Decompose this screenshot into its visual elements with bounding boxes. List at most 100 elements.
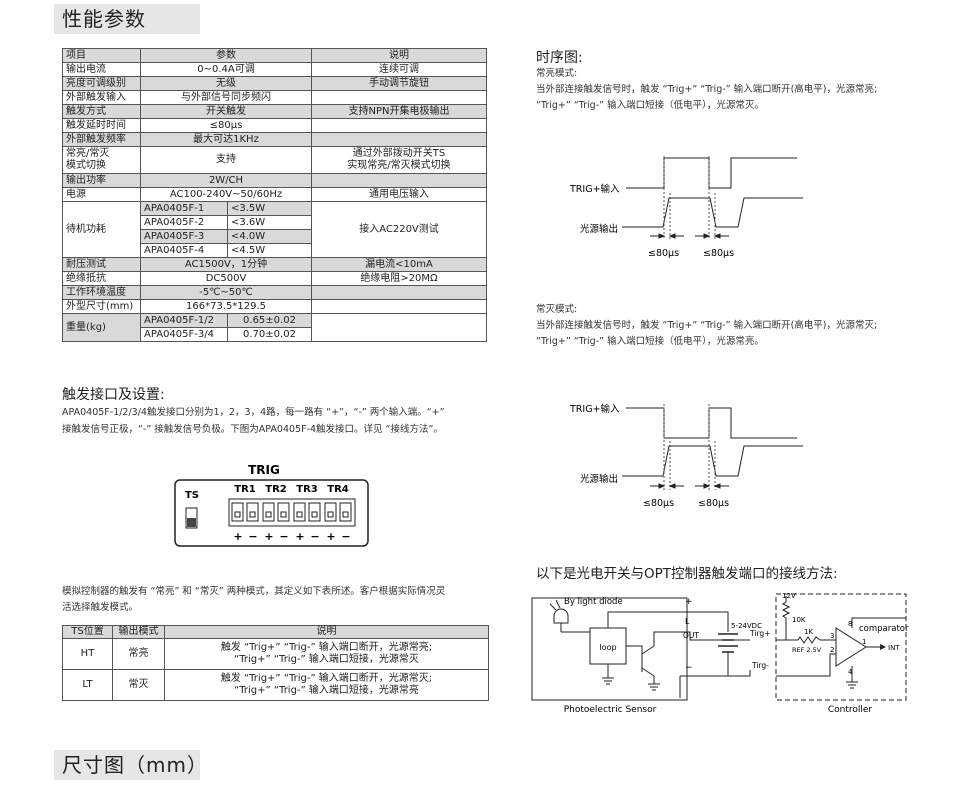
row-note: 绝缘电阻>20MΩ [311, 271, 487, 286]
tr3-label: TR3 [296, 484, 318, 495]
row-label: 绝缘抵抗 [62, 271, 141, 286]
row-value: 166*73.5*129.5 [140, 299, 312, 314]
trig-waveform [626, 407, 797, 439]
row-label: 输出功率 [62, 173, 141, 188]
delay-label: ≤80μs [698, 498, 729, 509]
row-label: 常亮/常灭 模式切换 [62, 146, 141, 174]
row-note [311, 90, 487, 105]
delay-arrows [650, 233, 729, 239]
tr4-label: TR4 [327, 484, 349, 495]
table-row: LT 常灭 触发 “Trig+” “Trig-” 输入端口断开，光源常灭;“Tr… [62, 669, 489, 701]
header-param: 参数 [140, 48, 312, 63]
table-row: 耐压测试 AC1500V，1分钟 漏电流<10mA [62, 257, 487, 272]
table-row: 电源 AC100-240V~50/60Hz 通用电压输入 [62, 187, 487, 202]
delay-label: ≤80μs [643, 498, 674, 509]
battery-icon [718, 633, 738, 676]
ts-desc: 触发 “Trig+” “Trig-” 输入端口断开，光源常灭;“Trig+” “… [164, 669, 489, 701]
off-mode-desc-1: 当外部连接触发信号时，触发 “Trig+” “Trig-” 输入端口断开(高电平… [536, 320, 878, 331]
row-note [311, 299, 487, 314]
pin4-label: 4 [848, 668, 853, 676]
r1k-label: 1K [804, 628, 813, 636]
light-waveform [622, 445, 803, 477]
light-output-label: 光源输出 [580, 223, 618, 235]
table-row: 外部触发输入 与外部信号同步频闪 [62, 90, 487, 105]
row-label: 输出电流 [62, 62, 141, 77]
delay-label: ≤80μs [703, 248, 734, 259]
row-label: 电源 [62, 187, 141, 202]
pin3-label: 3 [830, 632, 834, 640]
ts-pos: HT [62, 638, 113, 670]
row-value: 开关触发 [140, 104, 312, 119]
row-note: 漏电流<10mA [311, 257, 487, 272]
table-row: 输出功率 2W/CH [62, 173, 487, 188]
pin8-label: 8 [848, 620, 852, 628]
trigger-para-1: APA0405F-1/2/3/4触发接口分别为1，2，3，4路，每一路有 “+”… [62, 407, 445, 418]
polarity-plus: + [264, 530, 273, 543]
table-row: 待机功耗 APA0405F-1 <3.5W 接入AC220V测试 [62, 201, 487, 258]
timing-title: 时序图: [536, 50, 583, 66]
ts-desc: 触发 “Trig+” “Trig-” 输入端口断开，光源常亮;“Trig+” “… [164, 638, 489, 670]
row-label: 触发延时时间 [62, 118, 141, 133]
ref-label: REF 2.5V [792, 646, 822, 654]
ts-pos: LT [62, 669, 113, 701]
on-mode-desc-1: 当外部连接触发信号时，触发 “Trig+” “Trig-” 输入端口断开(高电平… [536, 84, 878, 95]
row-label: 触发方式 [62, 104, 141, 119]
polarity-labels: + − + − + − + − [233, 530, 350, 543]
pin2-label: 2 [830, 646, 834, 654]
ts-switch-knob [187, 518, 196, 527]
row-note: 通过外部拨动开关TS 实现常亮/常灭模式切换 [311, 146, 487, 174]
trig-interface-diagram: TRIG TS TR1 TR2 TR3 TR4 + − + − + − + − [174, 463, 369, 547]
comparator-label: comparator [859, 624, 909, 634]
wiring-diagram: By light diode loop + L OUT − 5-24VDC Ti… [531, 592, 909, 715]
trig-input-label: TRIG+输入 [569, 403, 620, 415]
value-cell: <4.0W [227, 229, 312, 244]
trig-title: TRIG [248, 463, 280, 477]
model-cell: APA0405F-2 [140, 215, 228, 230]
row-value: AC100-240V~50/60Hz [140, 187, 312, 202]
header-desc: 说明 [164, 625, 489, 639]
light-diode-icon [549, 599, 590, 633]
table-row: 常亮/常灭 模式切换 支持 通过外部拨动开关TS 实现常亮/常灭模式切换 [62, 146, 487, 174]
row-value: 最大可达1KHz [140, 132, 312, 147]
header-item: 项目 [62, 48, 141, 63]
l-label: L [685, 617, 690, 626]
polarity-plus: + [295, 530, 304, 543]
model-cell: APA0405F-3 [140, 229, 228, 244]
value-cell: <4.5W [227, 243, 312, 258]
value-cell: 0.70±0.02 [227, 327, 312, 342]
polarity-minus: − [248, 530, 257, 543]
timing-diagram-on: TRIG+输入 光源输出 ≤80μs ≤80μs [569, 156, 803, 259]
section-title-performance: 性能参数 [54, 4, 200, 34]
spec-table: 项目 参数 说明 输出电流 0~0.4A可调 连续可调 亮度可调级别 无级 手动… [62, 48, 487, 342]
pin1-label: 1 [862, 638, 866, 646]
off-mode-label: 常灭模式: [536, 304, 578, 315]
polarity-plus: + [326, 530, 335, 543]
row-note [311, 173, 487, 188]
off-mode-desc-2: “Trig+” “Trig-” 输入端口短接（低电平），光源常亮。 [536, 336, 764, 347]
loop-label: loop [599, 643, 616, 652]
vdc-label: 5-24VDC [731, 622, 762, 630]
minus-label: − [685, 663, 693, 673]
delay-arrows [650, 483, 729, 489]
row-value: 无级 [140, 76, 312, 91]
table-row: 外部触发频率 最大可达1KHz [62, 132, 487, 147]
sensor-label: Photoelectric Sensor [564, 705, 657, 715]
sensor-wiring [602, 611, 751, 698]
wiring-title: 以下是光电开关与OPT控制器触发端口的接线方法: [536, 566, 838, 582]
value-cell: <3.5W [227, 201, 312, 216]
table-row: HT 常亮 触发 “Trig+” “Trig-” 输入端口断开，光源常亮;“Tr… [62, 638, 489, 670]
table-row: 重量(kg) APA0405F-1/2 0.65±0.02 [62, 313, 487, 342]
row-note: 通用电压输入 [311, 187, 487, 202]
ts-mode-table: TS位置 输出模式 说明 HT 常亮 触发 “Trig+” “Trig-” 输入… [62, 625, 489, 701]
model-cell: APA0405F-3/4 [140, 327, 228, 342]
controller-label: Controller [828, 705, 873, 715]
table-header-row: TS位置 输出模式 说明 [62, 625, 489, 639]
ts-desc-line: “Trig+” “Trig-” 输入端口短接，光源常灭 [234, 654, 419, 665]
ts-desc-line: 触发 “Trig+” “Trig-” 输入端口断开，光源常亮; [220, 642, 433, 653]
header-ts: TS位置 [62, 625, 113, 639]
row-note [311, 118, 487, 133]
value-cell: <3.6W [227, 215, 312, 230]
polarity-minus: − [279, 530, 288, 543]
on-mode-desc-2: “Trig+” “Trig-” 输入端口短接（低电平），光源常灭。 [536, 100, 764, 111]
row-value: ≤80μs [140, 118, 312, 133]
